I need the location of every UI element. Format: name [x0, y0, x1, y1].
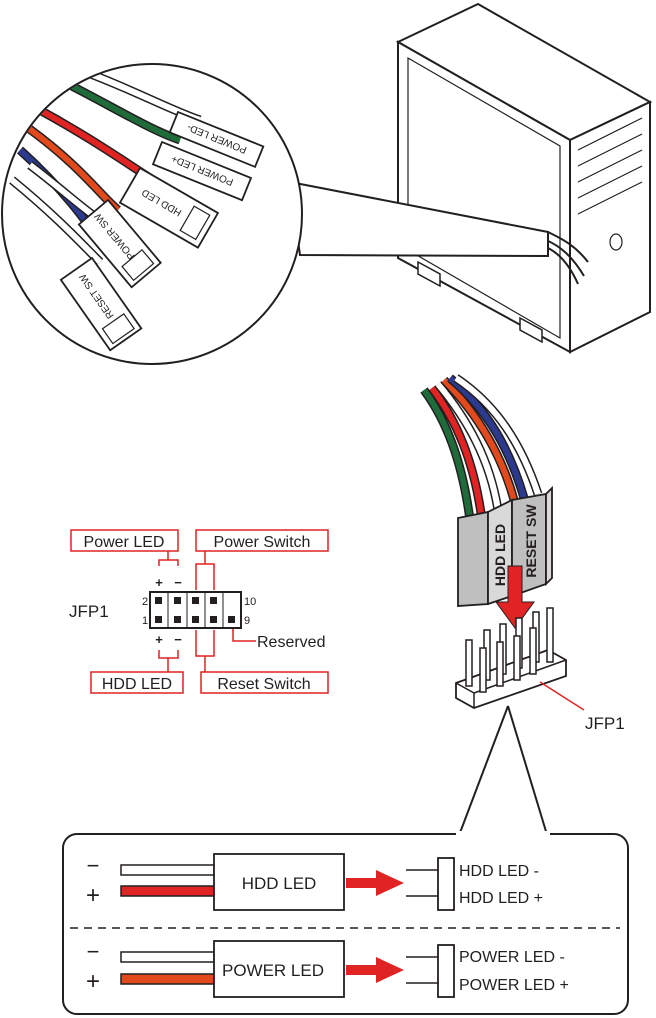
pinout-minus-top: − [174, 575, 182, 590]
pinout-reserved: Reserved [257, 634, 325, 651]
pinout-power-led: Power LED [84, 534, 165, 551]
pinout-hdd-led: HDD LED [102, 676, 172, 693]
detail-hdd-led-box: HDD LED [242, 874, 317, 893]
detail-minus-1: − [87, 853, 100, 878]
connector-plug-illustration: HDD LED RESET SW JFP1 [420, 374, 625, 733]
pinout-minus-bottom: − [174, 632, 182, 647]
pin-number-10: 10 [244, 596, 256, 608]
power-switch-label-box [195, 529, 329, 552]
hdd-led-label-box [90, 671, 184, 694]
connector-hdd-led-text: HDD LED [492, 524, 508, 586]
hdd-led-arrow [346, 870, 404, 896]
pinout-plus-bottom: + [155, 632, 163, 647]
detail-hdd-led-neg: HDD LED - [459, 863, 539, 880]
pin-number-2: 2 [142, 596, 148, 608]
jfp1-pinout: Power LED Power Switch HDD LED Reset Swi… [69, 529, 329, 694]
pinout-plus-top: + [155, 575, 163, 590]
power-led-arrow [346, 957, 404, 983]
detail-power-led-neg: POWER LED - [459, 949, 565, 966]
connector-reset-sw-text: RESET SW [523, 504, 539, 578]
pinout-reset-switch: Reset Switch [217, 676, 310, 693]
connector-header-name: JFP1 [585, 714, 625, 733]
detail-power-led-box: POWER LED [222, 961, 324, 980]
detail-hdd-led-pos: HDD LED + [459, 890, 543, 907]
detail-plus-1: + [86, 882, 100, 909]
pinout-power-switch: Power Switch [214, 534, 311, 551]
pc-case-illustration [395, 2, 653, 354]
pin-number-9: 9 [244, 615, 250, 627]
detail-minus-2: − [87, 939, 100, 964]
power-led-label-box [70, 529, 179, 552]
insert-arrow [495, 565, 535, 629]
pinout-header-name: JFP1 [69, 602, 109, 621]
detail-plus-2: + [86, 968, 100, 995]
reset-switch-label-box [200, 671, 329, 694]
pin-number-1: 1 [142, 615, 148, 627]
polarity-detail-box: − + HDD LED HDD LED - HDD LED + − + POWE… [62, 831, 629, 1015]
detail-power-led-pos: POWER LED + [459, 977, 569, 994]
cable-zoom-circle: POWER LED- POWER LED+ HDD LED POWER SW R… [1, 63, 303, 365]
